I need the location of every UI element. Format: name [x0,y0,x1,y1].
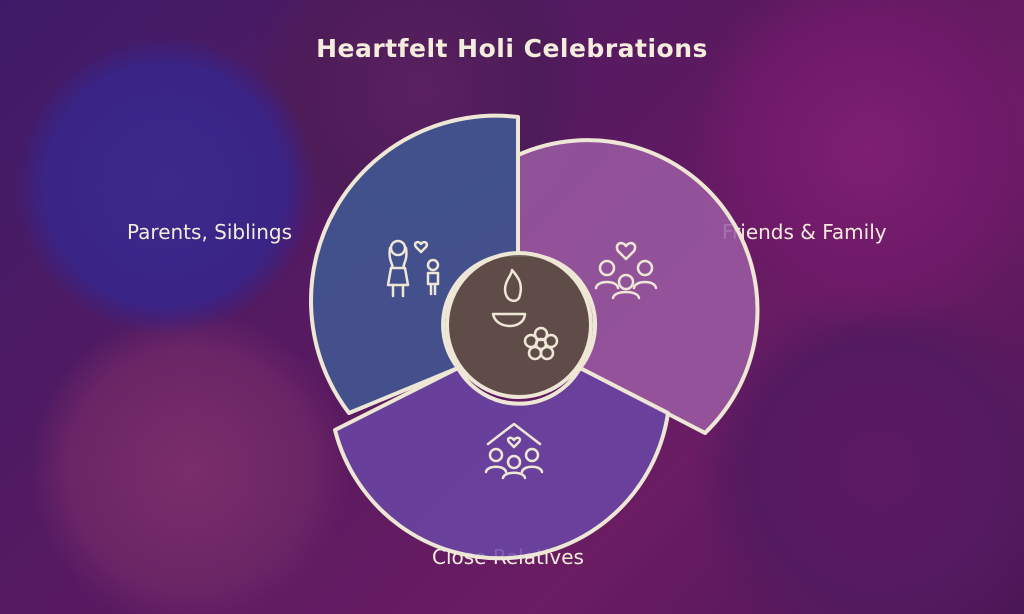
label-parents-siblings: Parents, Siblings [127,220,293,244]
diya-flower-icon [491,268,559,361]
segment-parents-siblings [309,113,520,415]
friends-family-icon [594,241,658,300]
segment-close-relatives [333,366,670,561]
label-friends-family: Friends & Family [722,220,887,244]
segment-friends-family [516,138,760,435]
house-family-icon [484,422,544,480]
parents-siblings-icon [386,239,440,298]
diagram-title: Heartfelt Holi Celebrations [316,34,708,63]
